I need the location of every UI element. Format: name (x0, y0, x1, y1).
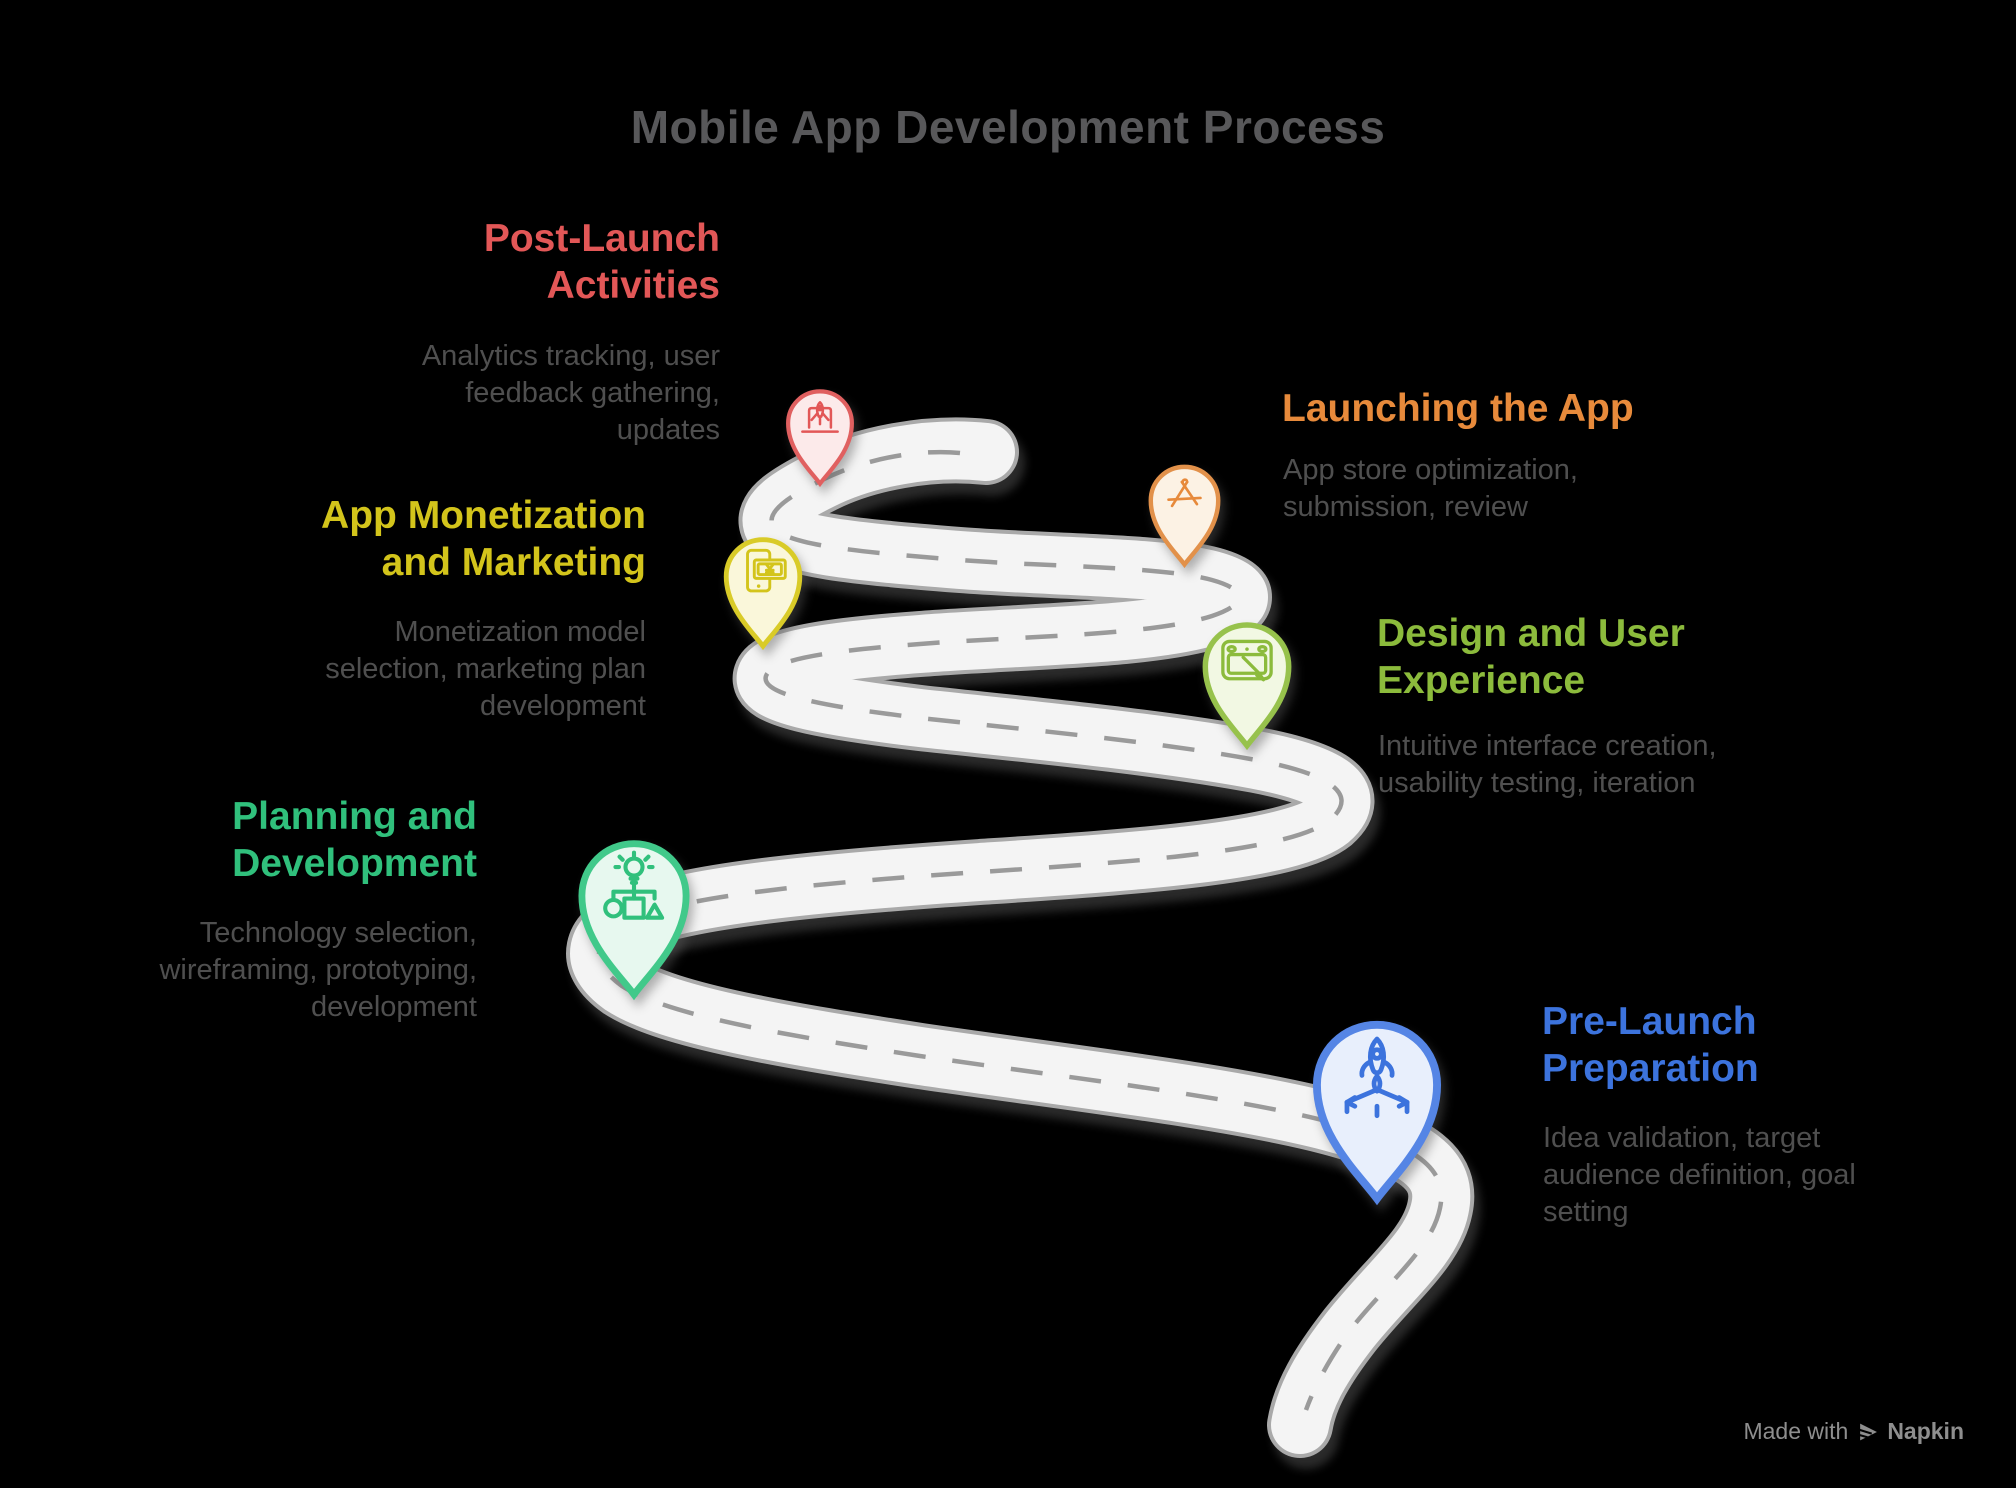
pin-shape (1148, 464, 1221, 569)
stage-description-post-launch: Analytics tracking, user feedback gather… (422, 338, 720, 449)
stage-title-line: Pre-Launch (1542, 1000, 1757, 1043)
stage-desc-line: App store optimization, (1283, 454, 1578, 486)
stage-title-app-monetization: App Monetization and Marketing (321, 492, 646, 586)
napkin-watermark: Made with Napkin (1743, 1418, 1964, 1445)
tablet-pen-icon (1221, 639, 1273, 682)
pin-shape (1202, 622, 1292, 751)
stage-title-design-ux: Design and User Experience (1377, 610, 1685, 704)
pin-launching-the-app (1148, 464, 1221, 569)
stage-title-post-launch: Post-Launch Activities (484, 215, 720, 309)
road-surface (570, 421, 1471, 1454)
pin-planning-development (578, 840, 690, 1001)
stage-desc-line: selection, marketing plan (325, 653, 646, 685)
stage-title-pre-launch: Pre-Launch Preparation (1542, 998, 1759, 1092)
stage-description-app-monetization: Monetization model selection, marketing … (325, 614, 646, 725)
stage-title-line: App Monetization (321, 494, 646, 537)
stage-desc-line: Technology selection, (199, 917, 477, 949)
pin-app-monetization (723, 537, 803, 651)
stage-desc-line: feedback gathering, (465, 377, 720, 409)
road-centerline (596, 449, 1444, 1411)
stage-title-line: Experience (1377, 659, 1586, 702)
stage-title-line: Preparation (1542, 1047, 1759, 1090)
stage-desc-line: development (310, 991, 477, 1023)
stage-title-line: Design and User (1377, 612, 1685, 655)
stage-title-line: Activities (546, 264, 720, 307)
stage-desc-line: audience definition, goal (1543, 1159, 1856, 1191)
pin-shape (786, 389, 854, 488)
laptop-rocket-icon (801, 401, 839, 433)
stage-desc-line: wireframing, prototyping, (159, 954, 477, 986)
stage-title-line: Launching the App (1282, 387, 1634, 430)
stage-desc-line: Intuitive interface creation, (1378, 730, 1717, 762)
stage-title-line: and Marketing (381, 541, 646, 584)
page-title: Mobile App Development Process (630, 101, 1386, 153)
stage-description-pre-launch: Idea validation, target audience definit… (1543, 1120, 1856, 1231)
stage-desc-line: updates (616, 414, 720, 446)
pin-design-ux (1202, 622, 1292, 751)
stage-title-planning-development: Planning and Development (232, 793, 477, 887)
rocket-launch-icon (1344, 1036, 1410, 1119)
stage-title-line: Post-Launch (483, 217, 720, 260)
idea-flowchart-icon (603, 850, 665, 920)
watermark-text: Made with (1743, 1418, 1849, 1444)
pin-post-launch (786, 389, 854, 488)
stage-desc-line: submission, review (1283, 491, 1528, 523)
stage-desc-line: Monetization model (394, 616, 646, 648)
stage-desc-line: development (479, 690, 646, 722)
stage-description-planning-development: Technology selection, wireframing, proto… (159, 915, 477, 1026)
stage-title-launching-the-app: Launching the App (1282, 385, 1634, 432)
stage-description-launching-the-app: App store optimization, submission, revi… (1283, 452, 1578, 526)
stage-desc-line: usability testing, iteration (1378, 767, 1696, 799)
stage-title-line: Planning and (232, 795, 477, 838)
stage-description-design-ux: Intuitive interface creation, usability … (1378, 728, 1717, 802)
stage-desc-line: Analytics tracking, user (421, 340, 720, 372)
stage-desc-line: Idea validation, target (1543, 1122, 1821, 1154)
pin-pre-launch (1312, 1020, 1442, 1206)
watermark-brand: Napkin (1887, 1418, 1964, 1444)
phone-banknote-icon (746, 548, 787, 593)
napkin-logo-icon (1858, 1423, 1878, 1440)
app-store-icon (1167, 478, 1202, 508)
stage-desc-line: setting (1543, 1196, 1629, 1228)
stage-title-line: Development (232, 842, 477, 885)
pin-shape (723, 537, 803, 651)
